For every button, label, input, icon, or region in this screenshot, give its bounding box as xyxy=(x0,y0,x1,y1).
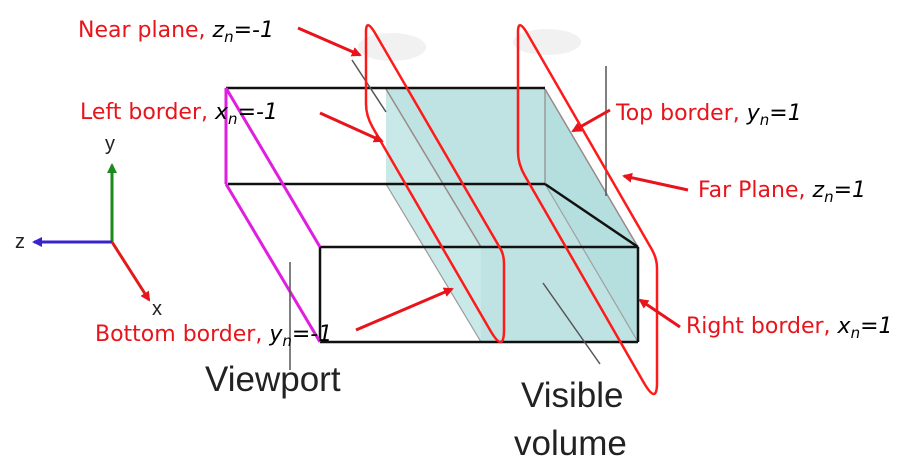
far-plane-outline xyxy=(516,24,659,396)
axis-x-label: x xyxy=(152,298,162,320)
right-border-label: Right border, xn=1 xyxy=(686,314,893,342)
top-border-label: Top border, yn=1 xyxy=(616,101,802,129)
viewport-outline xyxy=(224,87,322,343)
axis-z-label: z xyxy=(15,231,25,253)
axis-y-label: y xyxy=(105,133,115,155)
bottom-border-label: Bottom border, yn=-1 xyxy=(95,322,333,350)
left-border-label: Left border, xn=-1 xyxy=(80,100,278,128)
viewport-caption: Viewport xyxy=(205,360,341,399)
leader-lines xyxy=(289,59,607,370)
far-plane-label: Far Plane, zn=1 xyxy=(698,178,867,206)
visible-volume-caption-line1: Visible xyxy=(521,376,624,415)
near-plane-label: Near plane, zn=-1 xyxy=(78,18,274,46)
callout-arrows xyxy=(297,26,689,332)
near-plane-outline xyxy=(364,24,506,344)
background-smudges xyxy=(358,29,581,61)
visible-volume-caption-line2: volume xyxy=(514,424,627,463)
axes-gizmo xyxy=(32,163,151,302)
